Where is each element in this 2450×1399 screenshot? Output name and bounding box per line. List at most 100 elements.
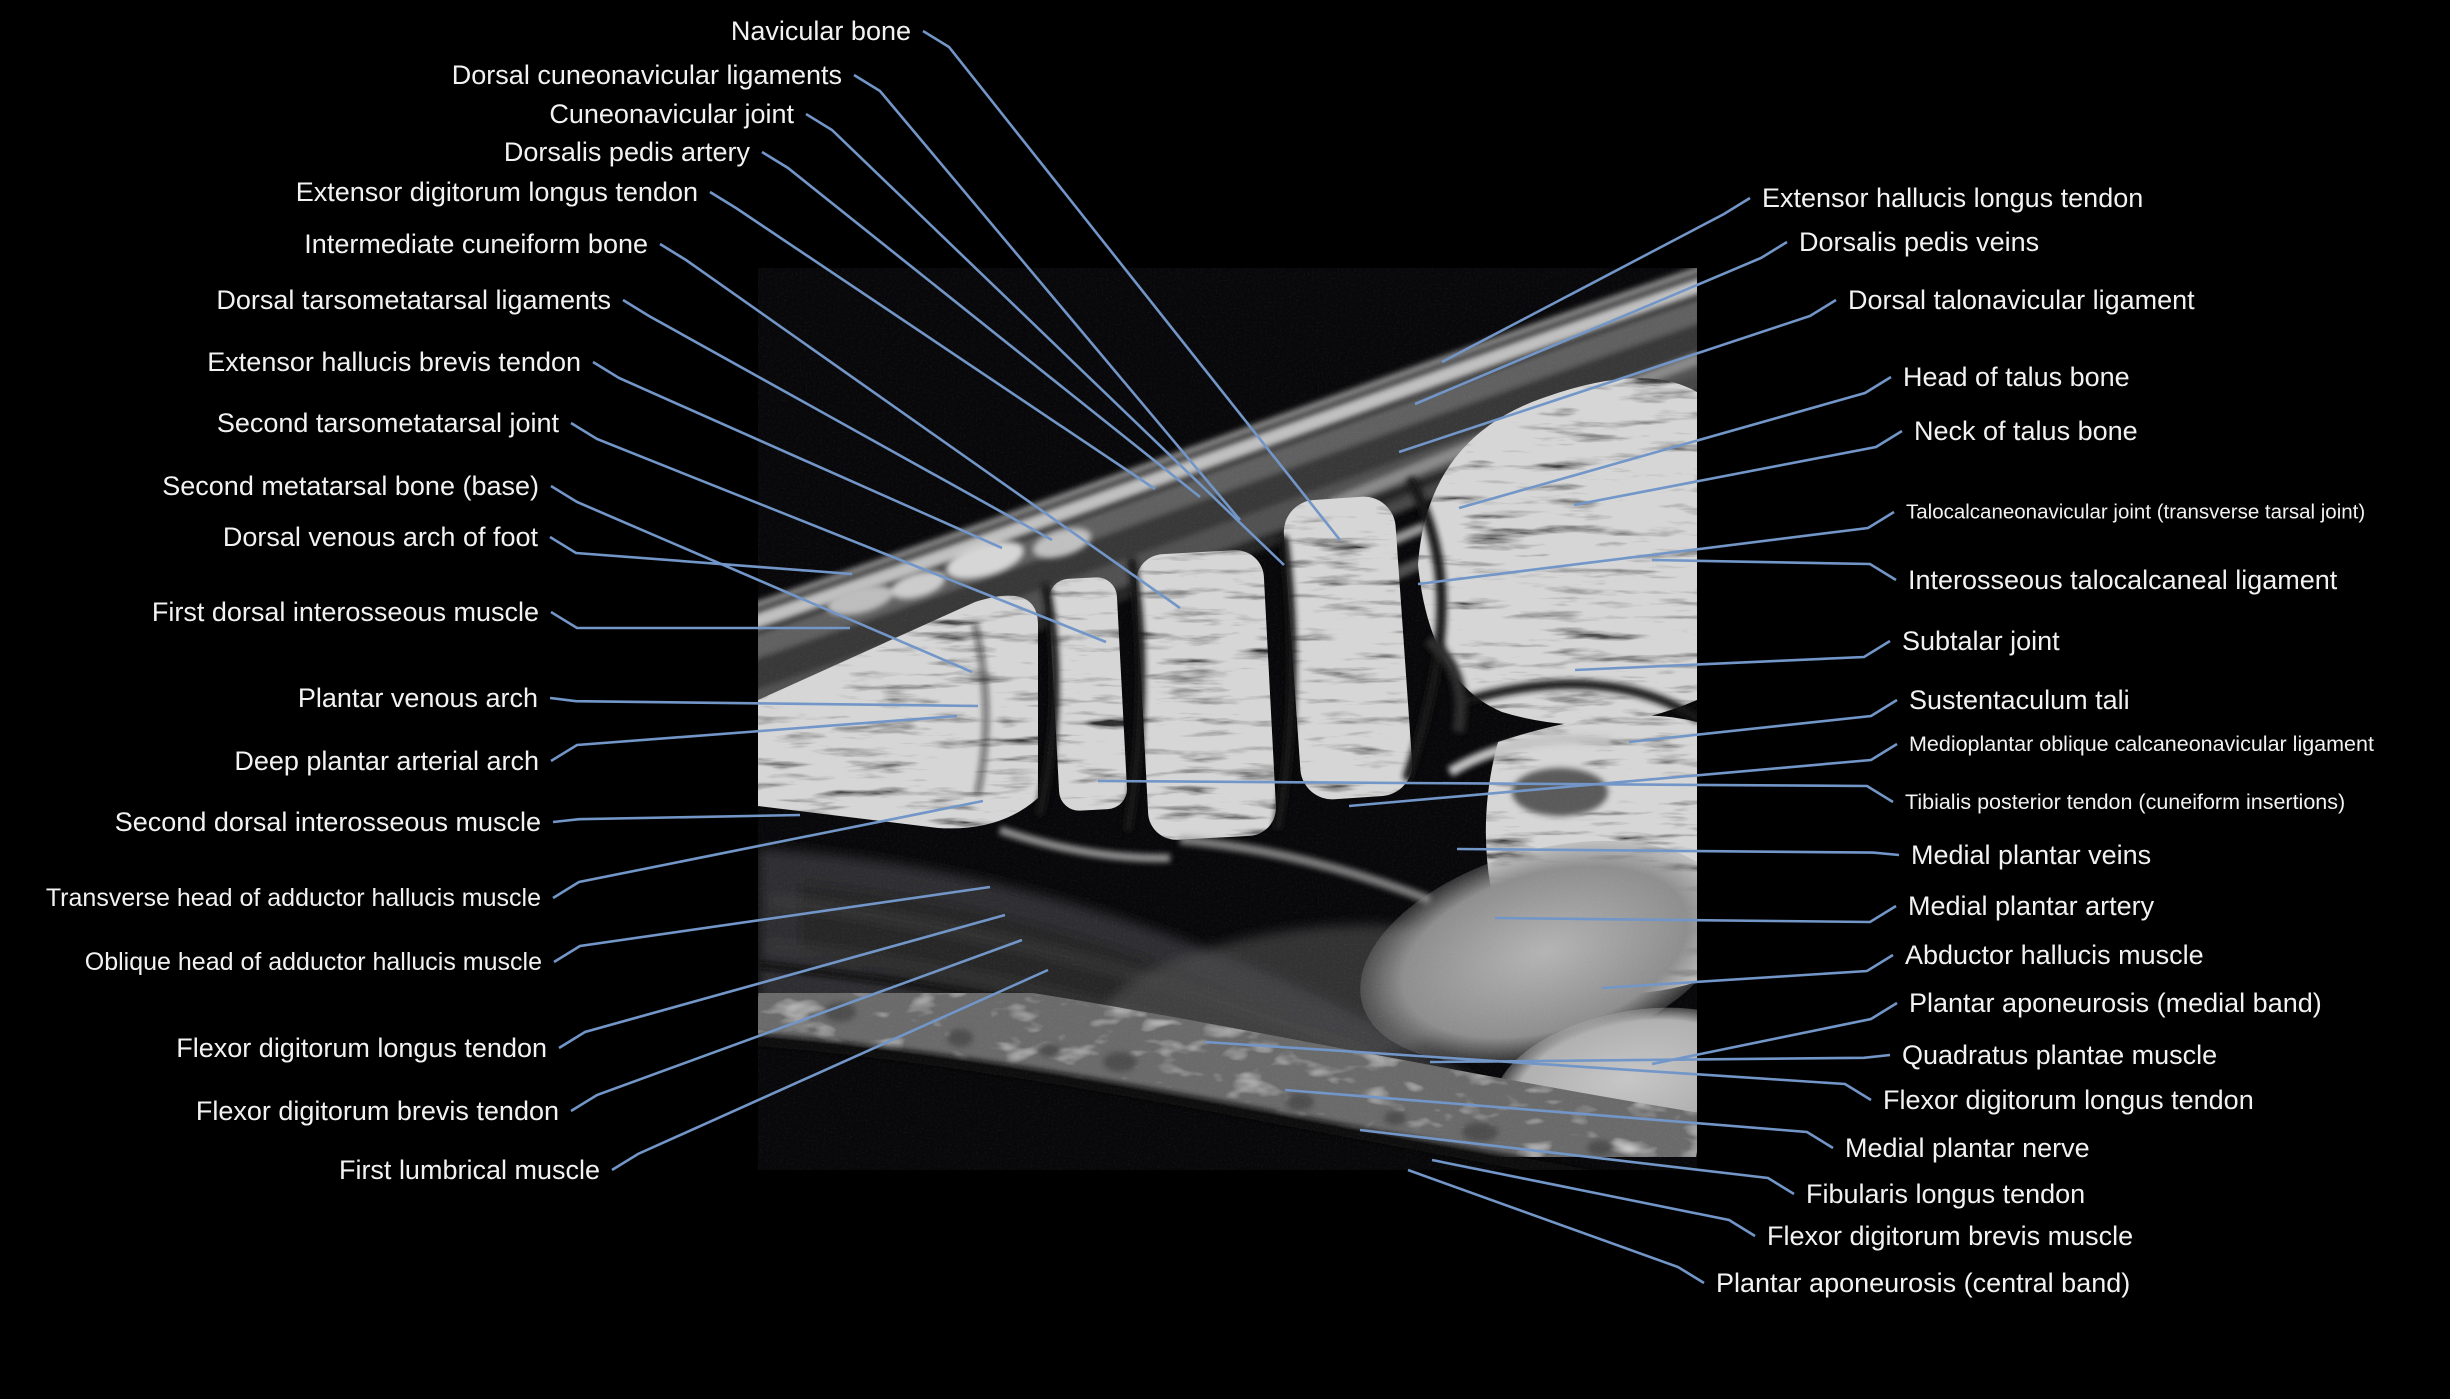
anatomy-label: Neck of talus bone bbox=[1914, 416, 2138, 446]
leader-line bbox=[550, 484, 973, 674]
annotation-right-1: Dorsalis pedis veins bbox=[1414, 227, 2039, 406]
annotation-right-15: Quadratus plantae muscle bbox=[1429, 1040, 2217, 1070]
leader-line bbox=[1359, 1128, 1795, 1196]
leader-line bbox=[1431, 1158, 1756, 1238]
leader-line bbox=[550, 714, 958, 763]
anatomy-label: Talocalcaneonavicular joint (transverse … bbox=[1906, 501, 2365, 524]
leader-line bbox=[805, 112, 1285, 566]
anatomy-label: Intermediate cuneiform bone bbox=[304, 229, 648, 259]
anatomy-label: First dorsal interosseous muscle bbox=[152, 597, 539, 627]
leader-line bbox=[611, 968, 1049, 1172]
annotation-right-3: Head of talus bone bbox=[1458, 362, 2130, 510]
leader-line bbox=[1651, 558, 1897, 582]
leader-line bbox=[1407, 1168, 1705, 1285]
leader-line bbox=[1414, 240, 1788, 406]
leader-line bbox=[1284, 1088, 1834, 1150]
annotation-left-3: Dorsalis pedis artery bbox=[504, 137, 1201, 499]
leader-line bbox=[1204, 1040, 1872, 1102]
annotation-left-5: Intermediate cuneiform bone bbox=[304, 229, 1181, 610]
anatomy-label: Second tarsometatarsal joint bbox=[217, 408, 560, 438]
leader-line bbox=[549, 535, 853, 576]
leader-line bbox=[1651, 1001, 1898, 1066]
annotation-right-7: Subtalar joint bbox=[1574, 626, 2060, 672]
annotation-right-12: Medial plantar artery bbox=[1494, 891, 2155, 924]
anatomy-label: Fibularis longus tendon bbox=[1806, 1179, 2085, 1209]
anatomy-label: Plantar aponeurosis (medial band) bbox=[1909, 988, 2322, 1018]
annotation-left-8: Second tarsometatarsal joint bbox=[217, 408, 1107, 644]
anatomy-label: Deep plantar arterial arch bbox=[234, 746, 539, 776]
annotation-left-19: First lumbrical muscle bbox=[339, 968, 1049, 1185]
annotation-left-6: Dorsal tarsometatarsal ligaments bbox=[216, 285, 1053, 542]
annotation-left-2: Cuneonavicular joint bbox=[549, 99, 1285, 566]
annotation-right-6: Interosseous talocalcaneal ligament bbox=[1651, 558, 2338, 595]
anatomy-label: Interosseous talocalcaneal ligament bbox=[1908, 565, 2338, 595]
leader-line bbox=[550, 610, 850, 630]
annotation-left-4: Extensor digitorum longus tendon bbox=[296, 177, 1156, 491]
film-grain bbox=[758, 268, 1697, 1170]
anatomy-label: Sustentaculum tali bbox=[1909, 685, 2130, 715]
anatomy-label: Navicular bone bbox=[731, 16, 911, 46]
anatomy-label: Medial plantar veins bbox=[1911, 840, 2151, 870]
anatomy-label: Flexor digitorum brevis muscle bbox=[1767, 1221, 2133, 1251]
leader-line bbox=[761, 150, 1201, 499]
annotation-left-18: Flexor digitorum brevis tendon bbox=[196, 938, 1023, 1126]
anatomy-label: Oblique head of adductor hallucis muscle bbox=[85, 948, 542, 976]
anatomy-label: Medial plantar artery bbox=[1908, 891, 2155, 921]
anatomy-label: Plantar aponeurosis (central band) bbox=[1716, 1268, 2130, 1298]
leader-line bbox=[558, 913, 1006, 1050]
anatomy-label: Second dorsal interosseous muscle bbox=[115, 807, 541, 837]
annotation-left-14: Second dorsal interosseous muscle bbox=[115, 807, 801, 837]
anatomy-label: Abductor hallucis muscle bbox=[1905, 940, 2204, 970]
leader-line bbox=[549, 696, 979, 708]
leader-line bbox=[1398, 298, 1837, 454]
leader-line bbox=[1628, 698, 1898, 744]
annotation-left-12: Plantar venous arch bbox=[298, 683, 979, 713]
annotation-left-16: Oblique head of adductor hallucis muscle bbox=[85, 885, 991, 976]
annotation-right-19: Flexor digitorum brevis muscle bbox=[1431, 1158, 2133, 1251]
anatomy-label: Dorsalis pedis veins bbox=[1799, 227, 2039, 257]
annotation-right-4: Neck of talus bone bbox=[1573, 416, 2138, 507]
annotation-right-2: Dorsal talonavicular ligament bbox=[1398, 285, 2195, 454]
anatomy-label: Extensor hallucis longus tendon bbox=[1762, 183, 2143, 213]
anatomy-label: Dorsal venous arch of foot bbox=[223, 522, 539, 552]
annotation-right-5: Talocalcaneonavicular joint (transverse … bbox=[1417, 501, 2365, 586]
annotation-right-0: Extensor hallucis longus tendon bbox=[1441, 183, 2143, 364]
leader-line bbox=[592, 360, 1003, 550]
annotation-right-16: Flexor digitorum longus tendon bbox=[1204, 1040, 2254, 1115]
annotation-right-14: Plantar aponeurosis (medial band) bbox=[1651, 988, 2322, 1066]
anatomy-label: Dorsal talonavicular ligament bbox=[1848, 285, 2195, 315]
annotation-right-18: Fibularis longus tendon bbox=[1359, 1128, 2085, 1209]
leader-line bbox=[1348, 742, 1898, 808]
leader-line bbox=[1601, 953, 1894, 990]
leader-line bbox=[1441, 196, 1751, 364]
anatomy-label: Dorsal cuneonavicular ligaments bbox=[452, 60, 842, 90]
anatomy-label: Medioplantar oblique calcaneonavicular l… bbox=[1909, 732, 2374, 756]
annotation-left-17: Flexor digitorum longus tendon bbox=[176, 913, 1006, 1063]
annotation-right-8: Sustentaculum tali bbox=[1628, 685, 2130, 744]
anatomy-label: Flexor digitorum longus tendon bbox=[1883, 1085, 2254, 1115]
leader-line bbox=[1458, 375, 1892, 510]
annotation-left-1: Dorsal cuneonavicular ligaments bbox=[452, 60, 1241, 521]
leader-line bbox=[552, 799, 984, 900]
leader-line bbox=[1494, 904, 1897, 924]
leader-line bbox=[659, 242, 1181, 610]
annotation-left-0: Navicular bone bbox=[731, 16, 1342, 541]
annotation-right-10: Tibialis posterior tendon (cuneiform ins… bbox=[1097, 779, 2345, 814]
annotation-left-13: Deep plantar arterial arch bbox=[234, 714, 958, 776]
leader-line bbox=[1574, 639, 1891, 672]
annotation-left-7: Extensor hallucis brevis tendon bbox=[207, 347, 1003, 550]
annotation-left-11: First dorsal interosseous muscle bbox=[152, 597, 850, 630]
leader-line bbox=[1097, 779, 1894, 804]
anatomy-label: Cuneonavicular joint bbox=[549, 99, 794, 129]
anatomy-label: Plantar venous arch bbox=[298, 683, 538, 713]
leader-line bbox=[1456, 847, 1900, 857]
mri-scan bbox=[758, 268, 1697, 1170]
anatomy-label: Extensor hallucis brevis tendon bbox=[207, 347, 581, 377]
annotation-right-20: Plantar aponeurosis (central band) bbox=[1407, 1168, 2130, 1298]
leader-line bbox=[709, 190, 1156, 491]
anatomy-label: Quadratus plantae muscle bbox=[1902, 1040, 2217, 1070]
leader-line bbox=[570, 421, 1107, 644]
annotation-right-17: Medial plantar nerve bbox=[1284, 1088, 2090, 1163]
